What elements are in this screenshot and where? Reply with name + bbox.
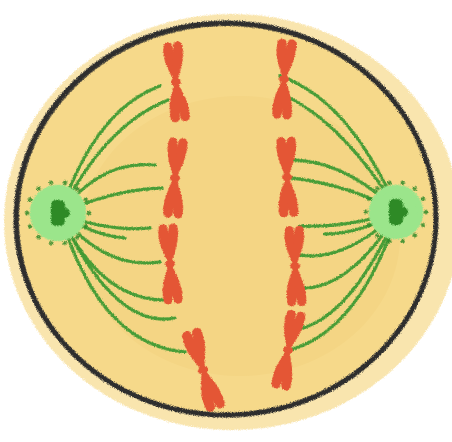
aster-dot [413, 233, 417, 237]
aster-dot [400, 181, 404, 185]
aster-dot [25, 211, 29, 215]
aster-dot [421, 197, 425, 201]
aster-dot [63, 181, 67, 185]
aster-dot [75, 187, 79, 191]
centrosome-core-dot [60, 208, 70, 218]
aster-dot [84, 224, 88, 228]
aster-dot [75, 235, 79, 239]
centrosome-core-dot [398, 207, 408, 217]
aster-dot [424, 210, 428, 214]
aster-dot [387, 181, 391, 185]
aster-dot [367, 223, 371, 227]
aster-dot [400, 239, 404, 243]
aster-dot [413, 186, 417, 190]
aster-dot [28, 197, 32, 201]
aster-dot [84, 197, 88, 201]
aster-dot [49, 241, 53, 245]
aster-dot [364, 210, 368, 214]
aster-dot [36, 187, 40, 191]
aster-dot [28, 224, 32, 228]
aster-dot [367, 197, 371, 201]
aster-dot [36, 235, 40, 239]
aster-dot [387, 239, 391, 243]
aster-dot [421, 223, 425, 227]
aster-dot [375, 233, 379, 237]
aster-dot [49, 181, 53, 185]
aster-dot [375, 186, 379, 190]
aster-dot [87, 211, 91, 215]
aster-dot [63, 241, 67, 245]
